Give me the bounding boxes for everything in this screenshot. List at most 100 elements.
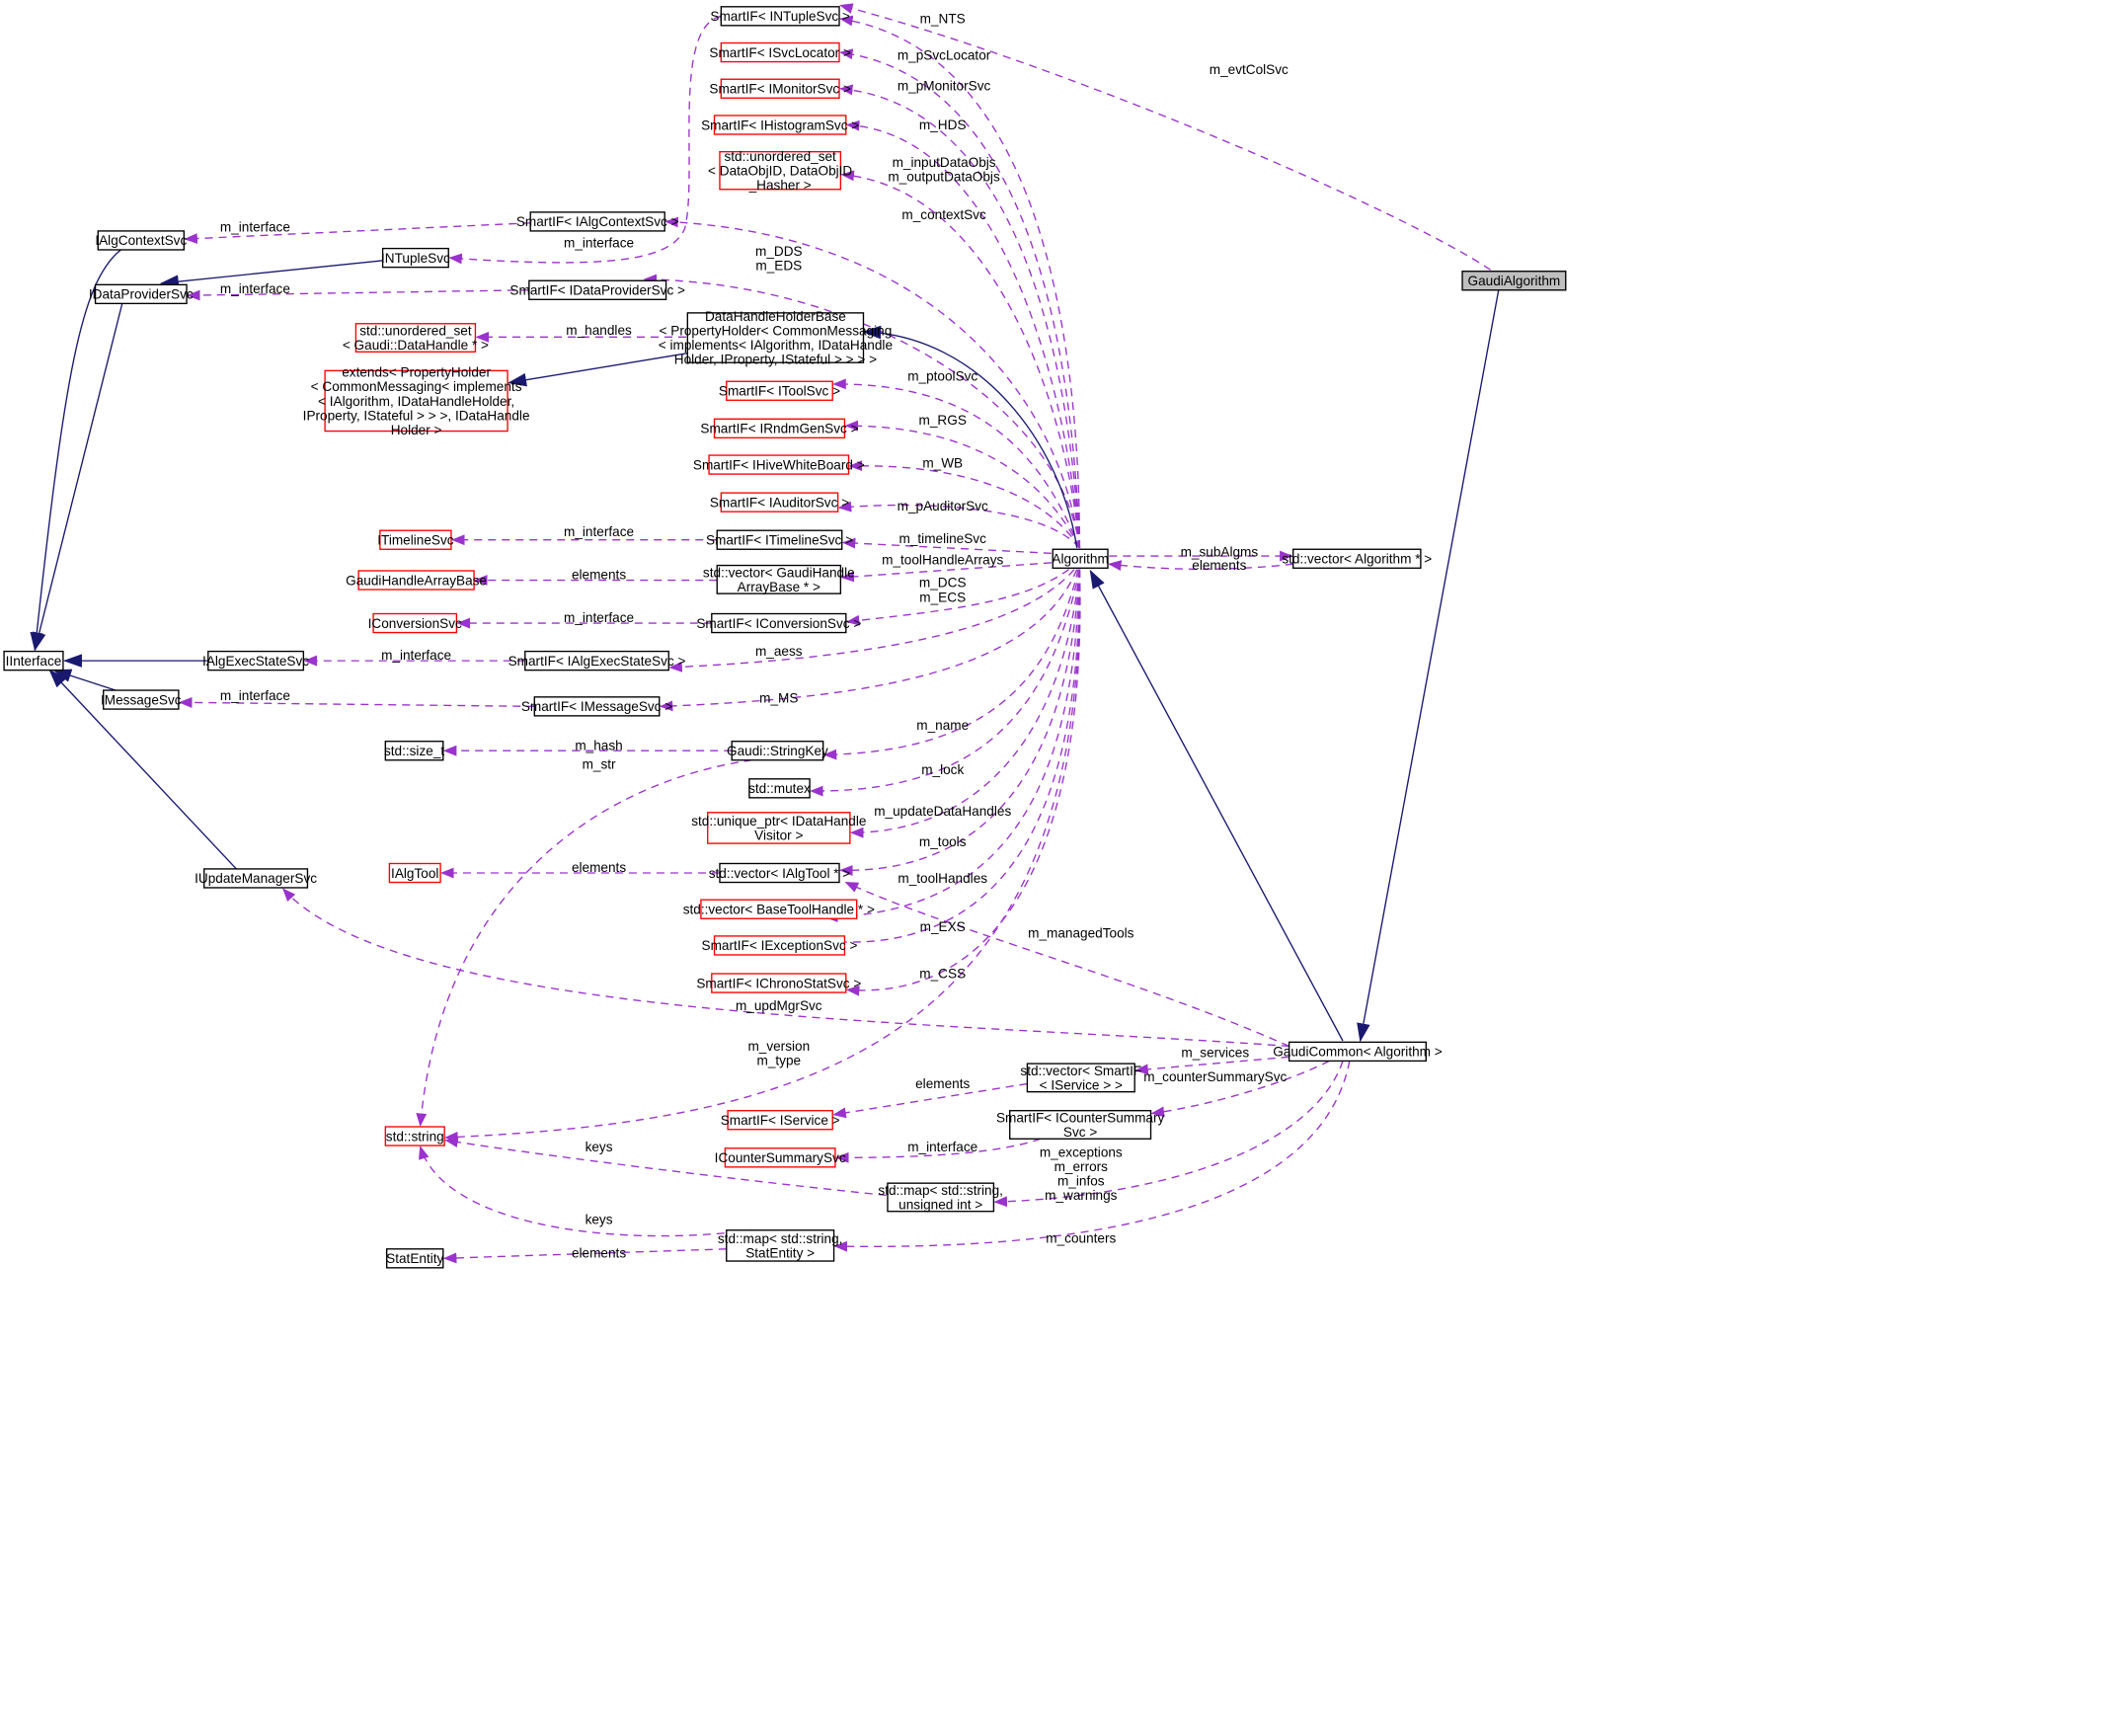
node-map-string-stat-entity[interactable]: std::map< std::string,StatEntity > (718, 1229, 843, 1262)
node-unordered-set-data-obj-id[interactable]: std::unordered_set< DataObjID, DataObjID… (708, 149, 852, 193)
node-box (354, 323, 477, 354)
node-data-handle-holder-base[interactable]: DataHandleHolderBase< PropertyHolder< Co… (659, 309, 893, 367)
node-smart-if-itimeline-svc[interactable]: SmartIF< ITimelineSvc > (706, 529, 853, 550)
node-smart-if-intuple-svc[interactable]: SmartIF< INTupleSvc > (710, 6, 850, 27)
node-smart-if-iexception-svc[interactable]: SmartIF< IExceptionSvc > (702, 935, 858, 956)
node-smart-if-ihive-white-board[interactable]: SmartIF< IHiveWhiteBoard > (693, 454, 865, 475)
edge-label-m-evt-col-svc: m_evtColSvc (1210, 62, 1289, 77)
node-gaudi-algorithm[interactable]: GaudiAlgorithm (1461, 271, 1567, 291)
node-gaudi-common[interactable]: GaudiCommon< Algorithm > (1273, 1041, 1443, 1063)
node-label: ICounterSummarySvc (715, 1150, 846, 1165)
node-map-string-uint[interactable]: std::map< std::string,unsigned int > (878, 1182, 1003, 1213)
node-label: SmartIF< IAlgContextSvc > (516, 214, 679, 229)
edge-labels-layer: m_NTSm_evtColSvcm_pSvcLocatorm_pMonitorS… (220, 12, 1289, 1261)
node-smart-if-ialg-context-svc[interactable]: SmartIF< IAlgContextSvc > (516, 211, 679, 232)
node-smart-if-ialg-exec-state-svc[interactable]: SmartIF< IAlgExecStateSvc > (508, 650, 686, 671)
node-intuple-svc[interactable]: INTupleSvc (381, 247, 450, 269)
node-box (708, 454, 850, 475)
edge-label-m-exc-group: m_exceptions (1040, 1144, 1123, 1159)
node-label: IAlgContextSvc (95, 233, 187, 248)
edge-label-m-update-data-handles: m_updateDataHandles (874, 804, 1011, 819)
node-smart-if-iservice[interactable]: SmartIF< IService > (721, 1110, 840, 1131)
node-icounter-summary-svc[interactable]: ICounterSummarySvc (715, 1147, 846, 1168)
node-label: SmartIF< IToolSvc > (719, 384, 840, 399)
node-box (324, 369, 508, 433)
node-label: IMessageSvc (101, 692, 182, 707)
edge-algorithm-to-unique-ptr-idata-handle-visitor (849, 570, 1079, 838)
node-box (1026, 1063, 1135, 1093)
node-label: std::mutex (748, 781, 811, 796)
edge-ialg-context-svc-to-iinterface (30, 250, 120, 652)
node-smart-if-iauditor-svc[interactable]: SmartIF< IAuditorSvc > (710, 492, 849, 513)
node-label: Holder > (391, 423, 442, 437)
node-label: SmartIF< IMonitorSvc > (709, 82, 851, 97)
edge-label-m-p-auditor-svc: m_pAuditorSvc (898, 499, 988, 513)
node-label: IAlgTool (391, 866, 438, 881)
node-extends-property-holder[interactable]: extends< PropertyHolder< CommonMessaging… (303, 365, 530, 437)
node-smart-if-icounter-summary-svc[interactable]: SmartIF< ICounterSummarySvc > (996, 1110, 1165, 1141)
node-box (385, 1248, 444, 1269)
node-ialg-exec-state-svc[interactable]: IAlgExecStateSvc (202, 650, 309, 671)
edge-label-m-version-type: m_version (747, 1039, 810, 1054)
node-box (529, 211, 665, 232)
node-mutex[interactable]: std::mutex (748, 778, 811, 799)
node-smart-if-ihistogram-svc[interactable]: SmartIF< IHistogramSvc > (701, 115, 859, 135)
node-label: Svc > (1063, 1125, 1097, 1140)
nodes-layer: GaudiAlgorithm SmartIF< INTupleSvc > Smart… (3, 6, 1567, 1269)
edge-algorithm-to-smart-if-iexception-svc (812, 570, 1079, 947)
node-unordered-set-data-handle[interactable]: std::unordered_set< Gaudi::DataHandle * … (343, 323, 489, 354)
node-box (203, 868, 309, 889)
node-ialg-context-svc[interactable]: IAlgContextSvc (95, 230, 187, 251)
node-label: extends< PropertyHolder (342, 365, 491, 380)
node-vector-smart-if-iservice[interactable]: std::vector< SmartIF< IService > > (1020, 1063, 1141, 1093)
node-imessage-svc[interactable]: IMessageSvc (101, 689, 182, 710)
node-string[interactable]: std::string (384, 1126, 445, 1146)
edge-algorithm-to-smart-if-intuple-svc (839, 15, 1079, 548)
node-label: std::vector< BaseToolHandle * > (683, 903, 875, 917)
edge-map-string-stat-entity-to-string (419, 1145, 752, 1235)
edge-map-string-stat-entity-to-stat-entity (442, 1249, 727, 1264)
node-itimeline-svc[interactable]: ITimelineSvc (377, 529, 454, 550)
edge-label-m-ms: m_MS (759, 691, 798, 706)
node-iconversion-svc[interactable]: IConversionSvc (368, 612, 462, 634)
node-gaudi-handle-array-base[interactable]: GaudiHandleArrayBase (346, 570, 487, 591)
node-vector-ialg-tool[interactable]: std::vector< IAlgTool * > (709, 862, 851, 884)
node-label: SmartIF< IService > (721, 1113, 840, 1128)
edge-gaudi-algorithm-to-smart-if-intuple-svc (839, 3, 1490, 270)
node-label: std::vector< Algorithm * > (1282, 552, 1432, 567)
node-smart-if-iconversion-svc[interactable]: SmartIF< IConversionSvc > (696, 612, 861, 634)
edge-label-elements-alg: elements (1192, 558, 1246, 573)
edge-smart-if-idata-provider-svc-to-idata-provider-svc (187, 290, 528, 301)
node-smart-if-imessage-svc[interactable]: SmartIF< IMessageSvc > (521, 696, 672, 717)
node-algorithm[interactable]: Algorithm (1052, 548, 1109, 569)
node-smart-if-irndm-gen-svc[interactable]: SmartIF< IRndmGenSvc > (700, 418, 859, 439)
edge-label-m-aess: m_aess (755, 644, 803, 659)
node-box (388, 862, 441, 884)
node-ialg-tool[interactable]: IAlgTool (388, 862, 441, 884)
node-iinterface[interactable]: IInterface (3, 650, 64, 671)
node-label: std::unordered_set (724, 149, 836, 164)
node-string-key[interactable]: Gaudi::StringKey (727, 741, 828, 761)
node-smart-if-imonitor-svc[interactable]: SmartIF< IMonitorSvc > (709, 78, 851, 99)
node-label: SmartIF< IAlgExecStateSvc > (508, 654, 686, 669)
node-iupdate-manager-svc[interactable]: IUpdateManagerSvc (195, 868, 317, 889)
node-idata-provider-svc[interactable]: IDataProviderSvc (89, 283, 194, 305)
node-stat-entity[interactable]: StatEntity (385, 1248, 444, 1269)
node-vector-gaudi-handle-array-base[interactable]: std::vector< GaudiHandleArrayBase * > (703, 564, 855, 594)
node-smart-if-ichrono-stat-svc[interactable]: SmartIF< IChronoStatSvc > (696, 973, 861, 993)
node-label: Algorithm (1052, 552, 1108, 567)
node-label: IUpdateManagerSvc (195, 871, 317, 886)
node-vector-algorithm[interactable]: std::vector< Algorithm * > (1282, 548, 1432, 569)
node-smart-if-itool-svc[interactable]: SmartIF< IToolSvc > (719, 380, 840, 401)
node-vector-base-tool-handle[interactable]: std::vector< BaseToolHandle * > (683, 899, 875, 919)
node-box (384, 1126, 445, 1146)
edge-algorithm-to-string-key (822, 570, 1078, 760)
node-size-t[interactable]: std::size_t (384, 741, 444, 761)
edge-algorithm-to-mutex (810, 570, 1079, 797)
node-label: IConversionSvc (368, 616, 462, 631)
node-smart-if-isvc-locator[interactable]: SmartIF< ISvcLocator > (709, 41, 851, 63)
node-box (379, 529, 452, 550)
node-smart-if-idata-provider-svc[interactable]: SmartIF< IDataProviderSvc > (509, 279, 685, 300)
node-label: unsigned int > (898, 1198, 982, 1213)
